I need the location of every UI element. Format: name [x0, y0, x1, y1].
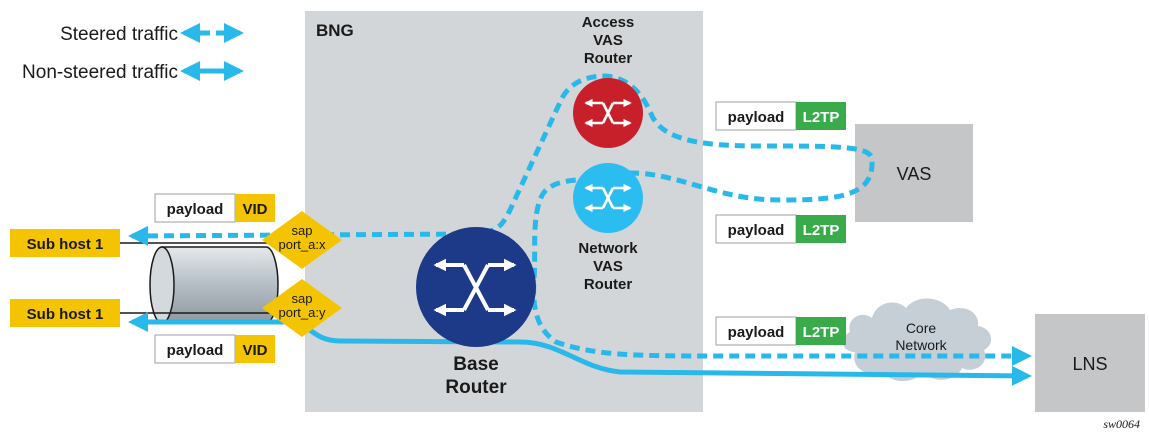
- packet-payload-l2tp-1: [715, 101, 846, 131]
- core-network-label-line2: Network: [895, 337, 947, 353]
- packet-payload-vid-bottom: [154, 334, 275, 364]
- packet-l2tp1-payload: payload: [728, 109, 785, 126]
- legend-steered-label: Steered traffic: [60, 24, 178, 45]
- packet-l2tp2-payload: payload: [728, 222, 785, 239]
- access-link-cylinder: [149, 246, 279, 324]
- packet-top-payload: payload: [167, 201, 224, 218]
- packet-payload-l2tp-2: [715, 214, 846, 244]
- lns-label: LNS: [1072, 354, 1107, 374]
- network-vas-router: [573, 163, 643, 233]
- network-vas-router-label-2: VAS: [593, 258, 623, 275]
- packet-payload-l2tp-3: [715, 316, 846, 346]
- base-router-label-2: Router: [445, 377, 507, 398]
- bng-box: [305, 11, 703, 412]
- access-vas-router-label-3: Router: [584, 50, 632, 67]
- lns-box: [1035, 314, 1145, 412]
- packet-bottom-vid: VID: [242, 342, 267, 359]
- bng-label: BNG: [316, 21, 354, 40]
- packet-top-vid: VID: [242, 201, 267, 218]
- sub-host-2-box: [10, 299, 120, 327]
- base-router: [416, 227, 536, 347]
- sap1-label-line1: sap: [292, 223, 313, 238]
- sub-host-1-label: Sub host 1: [27, 236, 104, 253]
- sub-host-2-label: Sub host 1: [27, 306, 104, 323]
- vas-label: VAS: [897, 164, 932, 184]
- sap-port-a-y: [262, 279, 342, 337]
- network-vas-router-label-3: Router: [584, 276, 632, 293]
- sap-port-a-x: [262, 211, 342, 269]
- sap1-label-line2: port_a:x: [279, 237, 326, 252]
- packet-l2tp3-payload: payload: [728, 324, 785, 341]
- figure-id: sw0064: [1103, 417, 1140, 431]
- legend-non-steered-label: Non-steered traffic: [22, 62, 178, 83]
- packet-l2tp3-l2tp: L2TP: [803, 324, 840, 341]
- packet-bottom-payload: payload: [167, 342, 224, 359]
- sub-host-1-box: [10, 229, 120, 257]
- vas-box: [855, 124, 973, 222]
- access-vas-router: [573, 78, 643, 148]
- network-vas-router-label-1: Network: [578, 240, 638, 257]
- core-network-label-line1: Core: [906, 320, 937, 336]
- sap2-label-line2: port_a:y: [279, 305, 326, 320]
- access-vas-router-label-2: VAS: [593, 32, 623, 49]
- packet-payload-vid-top: [154, 193, 275, 223]
- base-router-label-1: Base: [453, 354, 498, 375]
- sap2-label-line1: sap: [292, 291, 313, 306]
- packet-l2tp1-l2tp: L2TP: [803, 109, 840, 126]
- access-vas-router-label-1: Access: [582, 14, 635, 31]
- packet-l2tp2-l2tp: L2TP: [803, 222, 840, 239]
